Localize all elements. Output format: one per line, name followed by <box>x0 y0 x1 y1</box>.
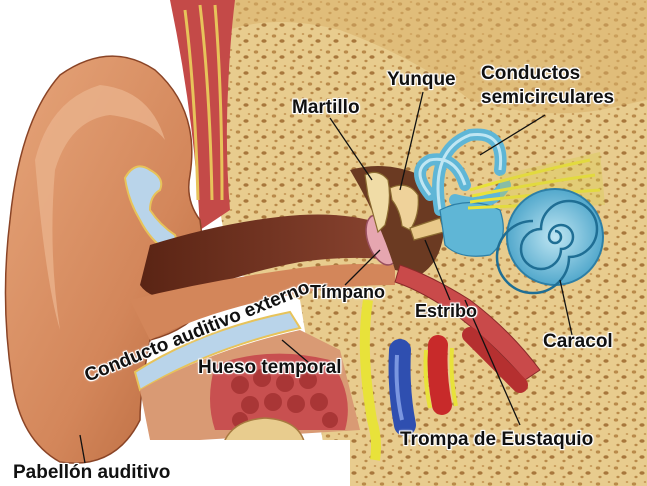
label-estribo: Estribo <box>415 302 477 322</box>
label-hueso-temporal: Hueso temporal <box>198 358 342 379</box>
label-timpano: Tímpano <box>310 283 385 303</box>
vestibule <box>440 203 503 257</box>
carotid-artery <box>438 345 443 405</box>
label-caracol: Caracol <box>543 332 613 353</box>
label-conductos: Conductos <box>481 64 580 85</box>
label-pabellon-auditivo: Pabellón auditivo <box>13 463 170 484</box>
label-semicirculares: semicirculares <box>481 88 614 109</box>
label-yunque: Yunque <box>387 70 456 91</box>
label-trompa-de-eustaquio: Trompa de Eustaquio <box>400 430 593 451</box>
skin-base <box>160 440 350 486</box>
label-martillo: Martillo <box>292 98 360 119</box>
